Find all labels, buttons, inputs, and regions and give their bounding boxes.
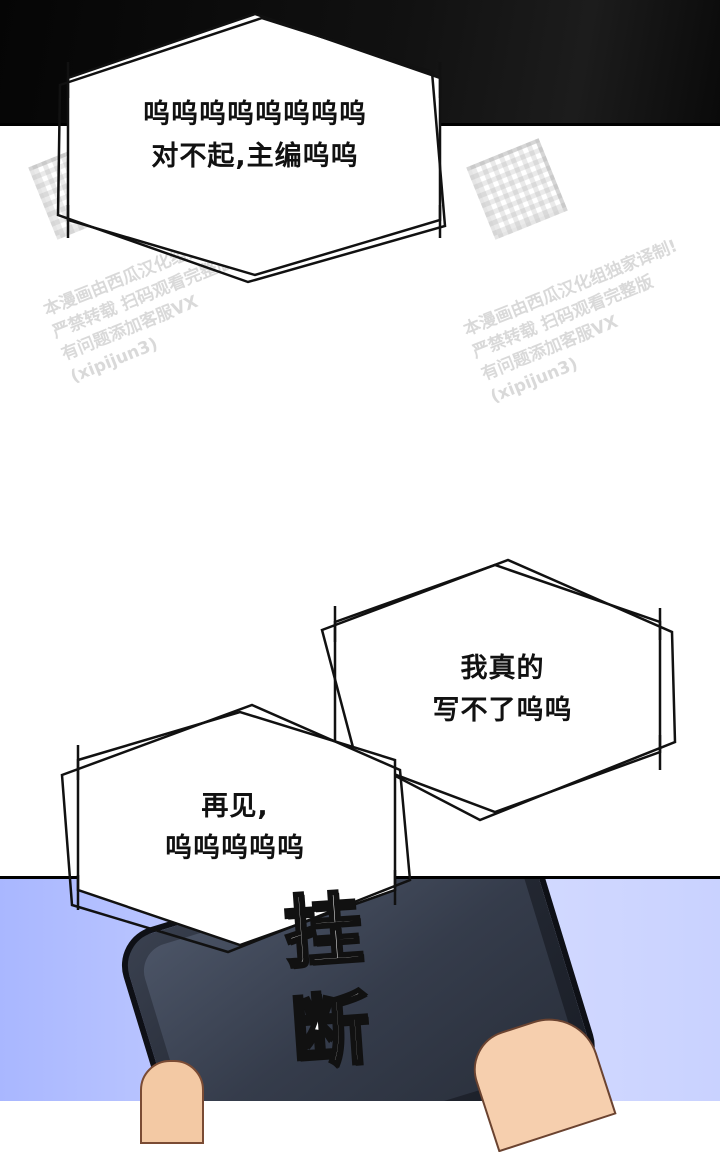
speech-bubble-top-outline <box>56 16 447 284</box>
speech-text-top: 呜呜呜呜呜呜呜呜 对不起,主编呜呜 <box>80 94 430 178</box>
speech-text-middle: 我真的 写不了呜呜 <box>370 648 635 732</box>
speech-line: 写不了呜呜 <box>432 695 573 726</box>
speech-bubble-bottom-outline <box>60 703 412 954</box>
speech-line: 对不起,主编呜呜 <box>151 141 359 172</box>
sound-effect-hang-up: 挂断 <box>280 882 368 1081</box>
speech-line: 再见, <box>201 791 269 822</box>
speech-line: 呜呜呜呜呜 <box>165 833 305 864</box>
speech-text-bottom: 再见, 呜呜呜呜呜 <box>110 786 360 870</box>
speech-line: 我真的 <box>460 653 545 684</box>
speech-line: 呜呜呜呜呜呜呜呜 <box>143 99 367 130</box>
speech-bubble-frames <box>56 12 677 954</box>
